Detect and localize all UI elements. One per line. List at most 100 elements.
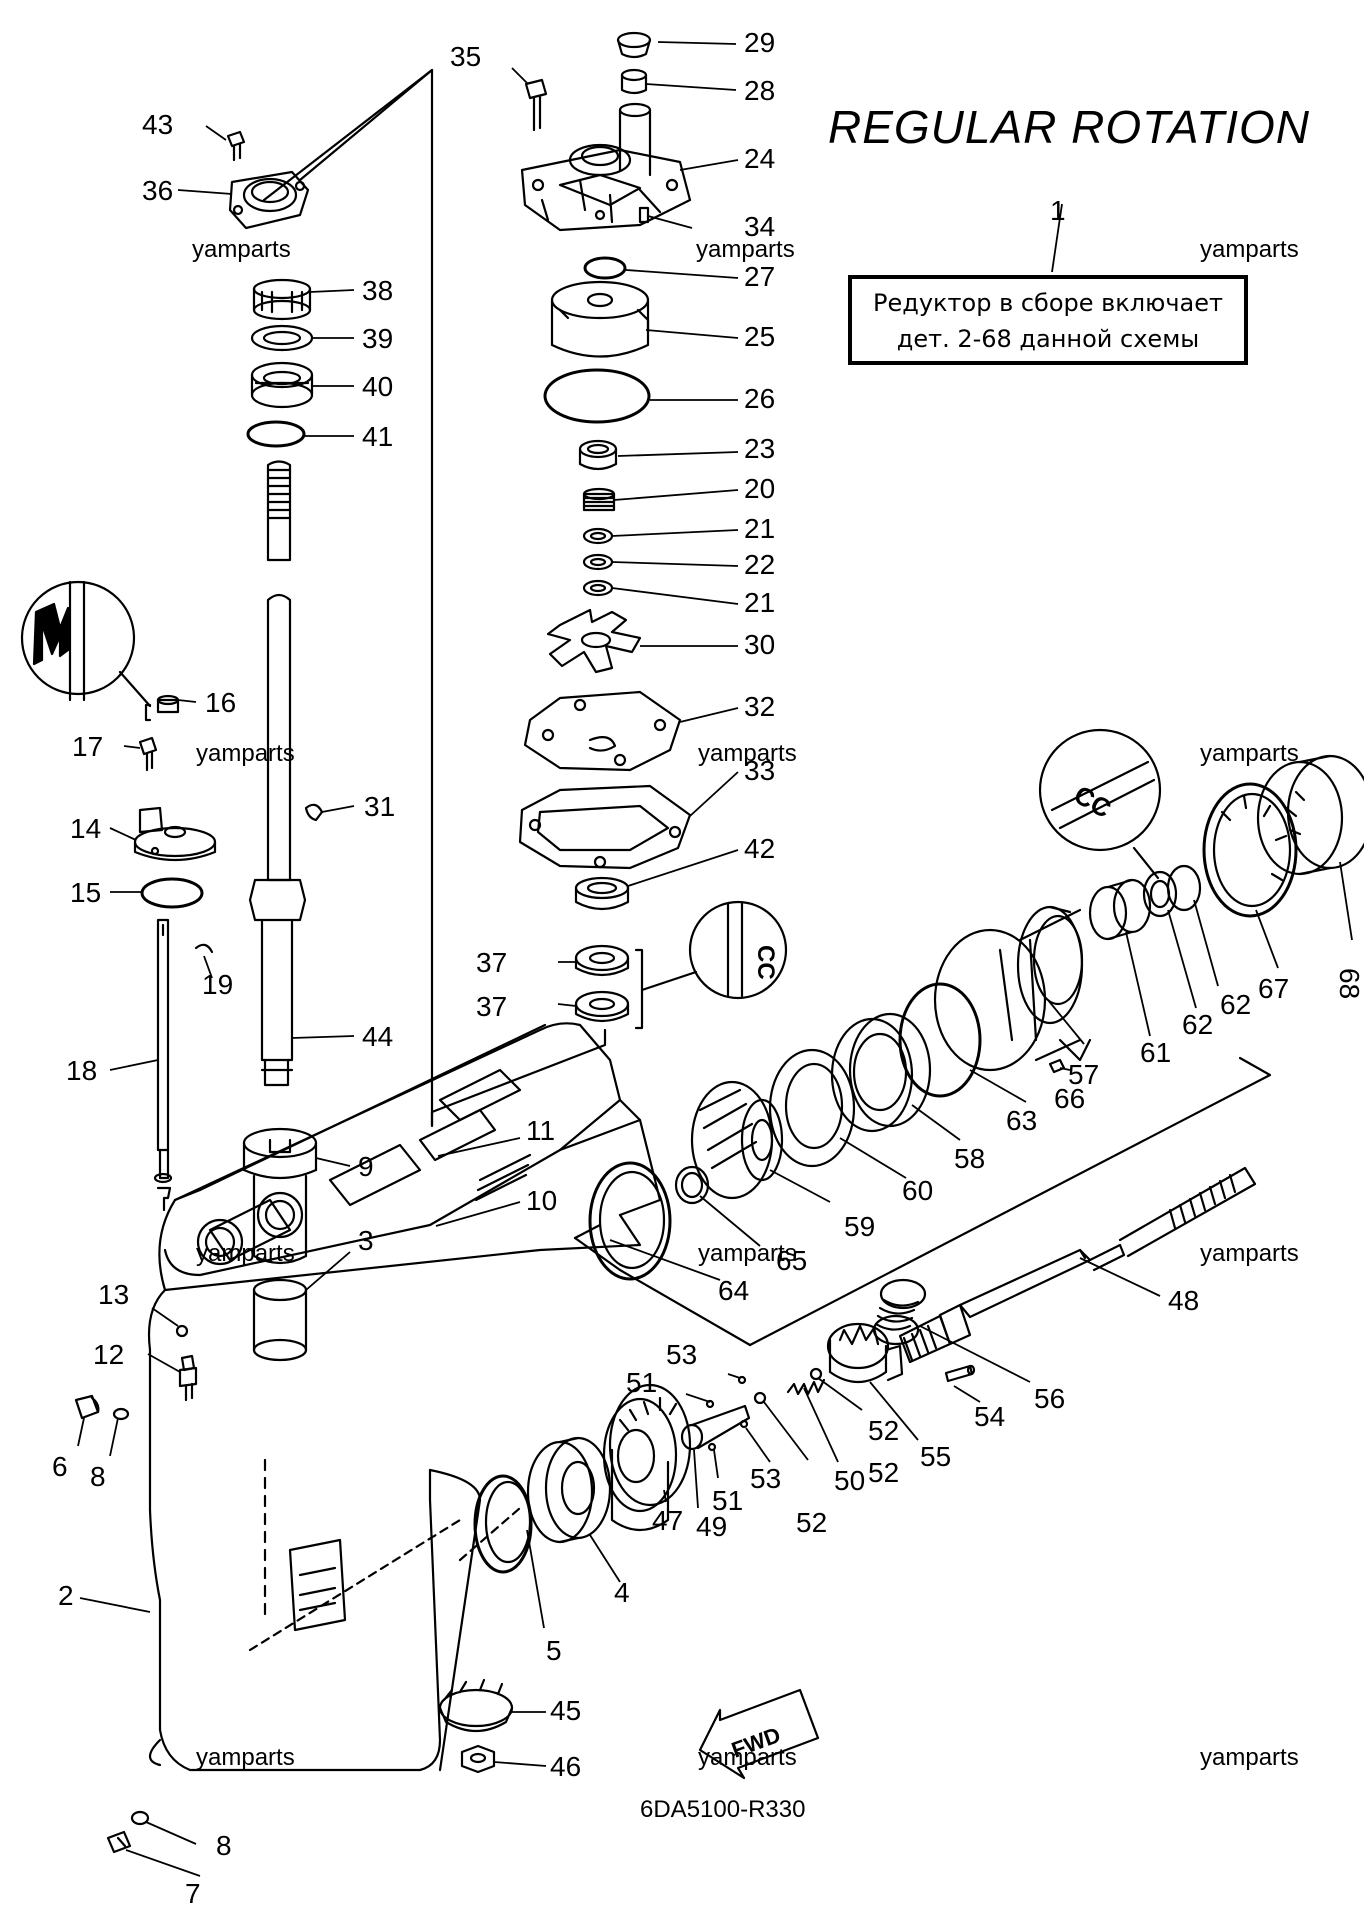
part-59	[690, 1080, 784, 1200]
callout-51b: 51	[712, 1485, 743, 1516]
callout-35: 35	[450, 41, 481, 72]
callout-20: 20	[744, 473, 775, 504]
part-25	[550, 280, 650, 358]
part-66	[1048, 1058, 1066, 1074]
callout-51: 51	[626, 1367, 657, 1398]
callout-59: 59	[844, 1211, 875, 1242]
part-23	[578, 439, 618, 471]
callout-47: 47	[652, 1505, 683, 1536]
callout-56: 56	[1034, 1383, 1065, 1414]
part-31	[304, 803, 324, 822]
watermark: yamparts	[196, 1744, 295, 1771]
callout-53b: 53	[750, 1463, 781, 1494]
part-63	[898, 982, 982, 1098]
callout-37b: 37	[476, 991, 507, 1022]
diagram-code: 6DA5100-R330	[640, 1796, 806, 1823]
part-14	[133, 806, 217, 862]
drive-shaft	[248, 460, 307, 1087]
part-28	[620, 68, 648, 95]
part-29	[616, 31, 652, 59]
callout-11: 11	[526, 1115, 555, 1146]
callout-5: 5	[546, 1635, 562, 1666]
part-8	[112, 1407, 130, 1421]
part-37a	[574, 944, 630, 977]
callout-21b: 21	[744, 587, 775, 618]
watermark: yamparts	[698, 740, 797, 767]
part-61	[1088, 878, 1152, 941]
inset-circle-cc-2: CC	[1038, 728, 1162, 880]
callout-55: 55	[920, 1441, 951, 1472]
part-42	[574, 876, 630, 911]
part-47	[602, 1383, 692, 1531]
part-43	[226, 130, 246, 162]
callout-43: 43	[142, 109, 173, 140]
callout-63: 63	[1006, 1105, 1037, 1136]
part-18	[153, 918, 173, 1212]
part-8-lower	[130, 1810, 150, 1826]
callout-22: 22	[744, 549, 775, 580]
part-48	[898, 1166, 1257, 1364]
callout-32: 32	[744, 691, 775, 722]
watermark: yamparts	[196, 740, 295, 767]
callout-23: 23	[744, 433, 775, 464]
callout-45: 45	[550, 1695, 581, 1726]
callout-3: 3	[358, 1225, 374, 1256]
part-53a	[737, 1375, 747, 1385]
watermark: yamparts	[1200, 1744, 1299, 1771]
part-16	[156, 694, 180, 714]
part-34	[638, 206, 650, 224]
watermark: yamparts	[698, 1744, 797, 1771]
callout-26: 26	[744, 383, 775, 414]
callout-66: 66	[1054, 1083, 1085, 1114]
svg-text:CC: CC	[1069, 779, 1117, 824]
callout-64: 64	[718, 1275, 749, 1306]
callout-8-lower: 8	[216, 1830, 232, 1861]
watermark: yamparts	[1200, 236, 1299, 263]
part-15	[140, 877, 204, 909]
callout-57: 57	[1068, 1059, 1099, 1090]
note-line-1: Редуктор в сборе включает	[873, 289, 1223, 317]
part-51b	[707, 1442, 717, 1452]
watermark: yamparts	[698, 1240, 797, 1267]
callout-58: 58	[954, 1143, 985, 1174]
leader-lines	[77, 41, 1353, 1877]
part-58	[830, 1012, 932, 1133]
callout-38: 38	[362, 275, 393, 306]
callout-30: 30	[744, 629, 775, 660]
part-19	[194, 943, 214, 954]
part-52a	[753, 1391, 767, 1405]
part-60	[768, 1048, 856, 1168]
part-7	[106, 1830, 132, 1854]
part-33	[518, 784, 692, 870]
callout-1: 1	[1050, 195, 1066, 226]
part-41	[246, 420, 306, 448]
callout-16: 16	[205, 687, 236, 718]
part-4	[526, 1436, 612, 1544]
inset-circle-m	[20, 580, 152, 722]
part-37b	[574, 990, 630, 1023]
part-36	[228, 170, 310, 230]
callout-36: 36	[142, 175, 173, 206]
callout-50: 50	[834, 1465, 865, 1496]
callout-25: 25	[744, 321, 775, 352]
callout-19: 19	[202, 969, 233, 1000]
callout-49: 49	[696, 1511, 727, 1542]
callout-62: 62	[1182, 1009, 1213, 1040]
callout-41: 41	[362, 421, 393, 452]
part-24	[520, 102, 692, 232]
callout-61: 61	[1140, 1037, 1171, 1068]
watermark: yamparts	[696, 236, 795, 263]
callout-17: 17	[72, 731, 103, 762]
part-50	[786, 1378, 826, 1396]
callout-68: 68	[1334, 968, 1364, 999]
part-38	[252, 278, 312, 321]
part-30	[546, 608, 642, 674]
part-32	[523, 690, 682, 772]
part-20	[582, 487, 616, 512]
part-22	[582, 553, 614, 571]
callout-48: 48	[1168, 1285, 1199, 1316]
callout-52c: 52	[868, 1415, 899, 1446]
callout-31: 31	[364, 791, 395, 822]
part-26	[543, 368, 651, 424]
callout-65: 65	[776, 1245, 807, 1276]
